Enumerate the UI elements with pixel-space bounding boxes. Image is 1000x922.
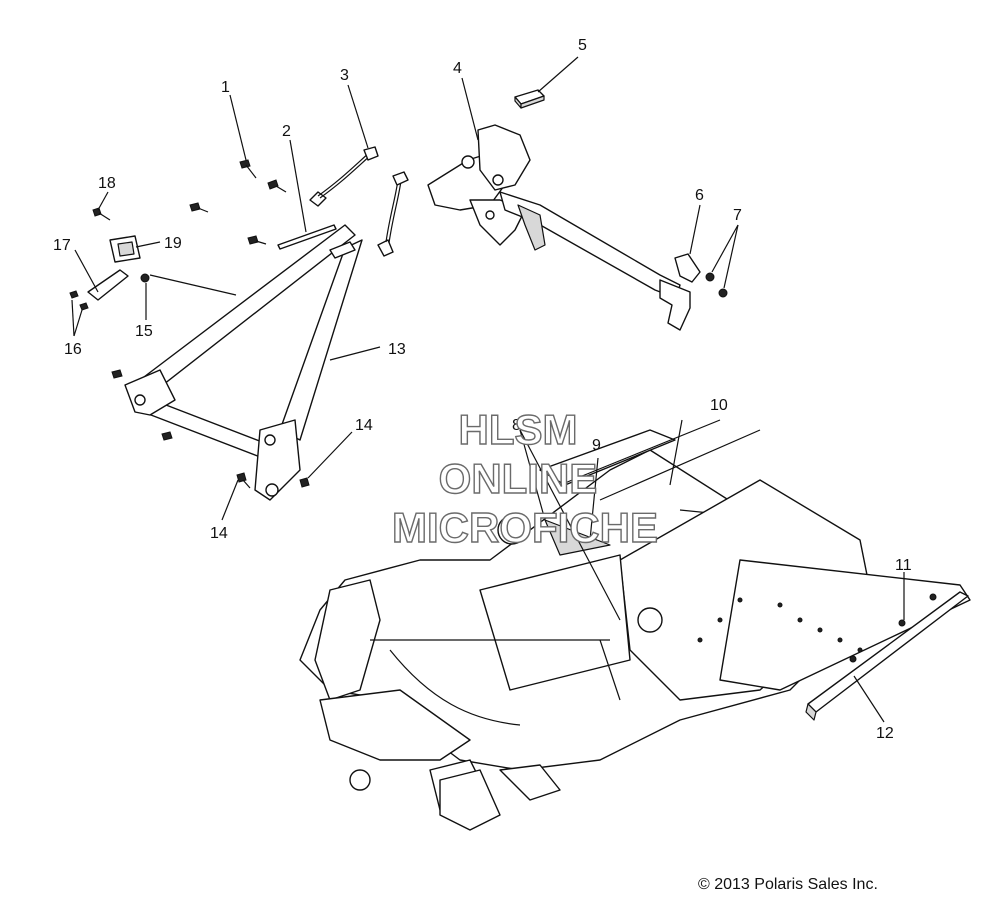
callout-15: 15 (135, 323, 153, 340)
copyright-notice: © 2013 Polaris Sales Inc. (698, 876, 878, 893)
callout-13: 13 (388, 341, 406, 358)
callout-7: 7 (733, 207, 742, 224)
callout-3: 3 (340, 67, 349, 84)
part-5-block (514, 89, 545, 109)
chassis-frame (299, 419, 971, 831)
callout-9: 9 (592, 437, 601, 454)
part-18-bolt (92, 207, 111, 221)
callout-labels: 1 2 3 4 5 6 7 8 9 10 11 12 13 14 14 15 1… (53, 37, 912, 742)
part-16-screws (69, 290, 89, 311)
part-12-rail (805, 591, 969, 721)
callout-10: 10 (710, 397, 728, 414)
part-2-strip (277, 224, 337, 250)
callout-16: 16 (64, 341, 82, 358)
callout-18: 18 (98, 175, 116, 192)
watermark-line-1: HLSM (459, 406, 578, 453)
callout-11: 11 (895, 557, 912, 574)
part-11-screws (849, 593, 937, 663)
watermark-line-2: ONLINE (439, 455, 598, 502)
part-14-bolts (111, 369, 310, 489)
callout-17: 17 (53, 237, 71, 254)
watermark: HLSM ONLINE MICROFICHE (391, 405, 658, 551)
callout-19: 19 (164, 235, 182, 252)
callout-14-left: 14 (210, 525, 228, 542)
part-4-steering-post (427, 124, 691, 331)
part-15-nut (140, 273, 150, 283)
callout-6: 6 (695, 187, 704, 204)
part-3-harness (309, 146, 409, 257)
callout-8: 8 (512, 417, 521, 434)
callout-12: 12 (876, 725, 894, 742)
watermark-line-3: MICROFICHE (392, 504, 658, 551)
part-6-clip (674, 253, 701, 283)
callout-2: 2 (282, 123, 291, 140)
part-13-a-frame (124, 224, 363, 501)
callout-14-right: 14 (355, 417, 373, 434)
part-7-nuts (705, 272, 728, 298)
part-17-bracket (87, 235, 141, 301)
callout-5: 5 (578, 37, 587, 54)
leader-lines (71, 56, 905, 723)
callout-1: 1 (221, 79, 230, 96)
part-1-bolts (189, 159, 287, 245)
callout-4: 4 (453, 60, 462, 77)
